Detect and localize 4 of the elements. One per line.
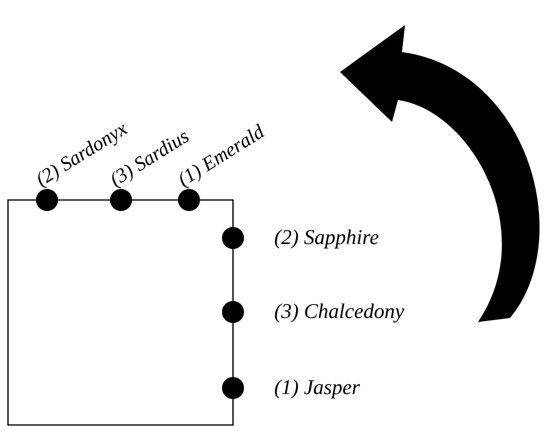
gem-label: (1) Jasper [274, 379, 360, 399]
gem-label: (3) Chalcedony [274, 303, 404, 323]
square [7, 199, 234, 426]
gem-label: (2) Sapphire [274, 229, 379, 249]
